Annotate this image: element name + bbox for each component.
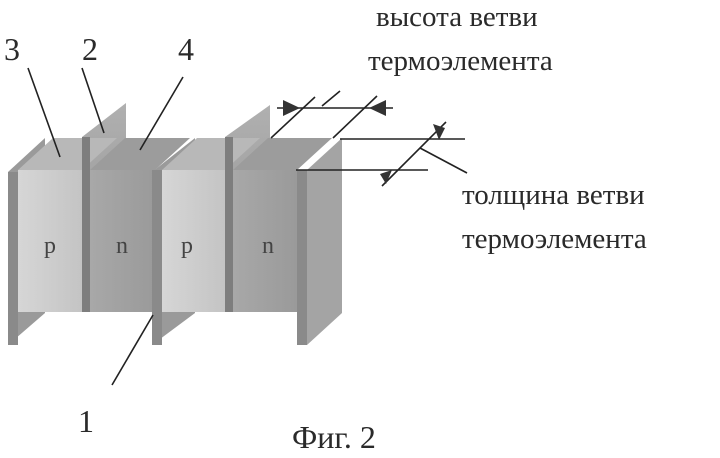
plate-mid-up-front: [225, 137, 233, 312]
leg-label: p: [44, 233, 56, 259]
thickness-label-line2: термоэлемента: [462, 223, 647, 255]
plate-2-front: [82, 137, 90, 312]
label-3: 3: [4, 31, 20, 67]
leader-2: [82, 68, 104, 133]
leg-label: n: [262, 233, 274, 259]
leg-label: p: [181, 233, 193, 259]
thickness-label-line1: толщина ветви: [462, 179, 645, 211]
leg-label: n: [116, 233, 128, 259]
label-2: 2: [82, 31, 98, 67]
height-label-line2: термоэлемента: [368, 45, 553, 77]
height-dimension: [271, 91, 393, 138]
figure-caption: Фиг. 2: [292, 419, 376, 455]
right-plate-side: [307, 138, 342, 345]
height-label-line1: высота ветви: [376, 1, 538, 33]
leader-1: [112, 315, 153, 385]
right-plate-front: [297, 170, 307, 345]
plate-1-front: [152, 170, 162, 345]
electrode-3-front: [8, 172, 18, 345]
label-4: 4: [178, 31, 194, 67]
label-1: 1: [78, 403, 94, 439]
